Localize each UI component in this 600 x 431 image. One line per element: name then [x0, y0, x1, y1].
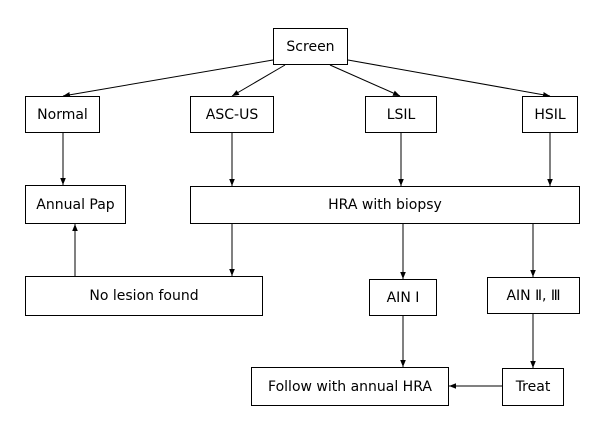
- node-follow-annual-hra: Follow with annual HRA: [251, 367, 449, 406]
- node-hra-biopsy: HRA with biopsy: [190, 186, 580, 224]
- node-no-lesion-found: No lesion found: [25, 276, 263, 316]
- node-hsil: HSIL: [522, 96, 578, 133]
- node-ain-1-label: AIN Ⅰ: [386, 289, 420, 306]
- node-screen: Screen: [273, 28, 348, 65]
- arrow-screen-to-normal: [62, 59, 274, 98]
- node-lsil: LSIL: [365, 96, 437, 133]
- node-asc-us-label: ASC-US: [205, 106, 259, 123]
- node-hsil-label: HSIL: [534, 106, 566, 123]
- arrow-screen-to-ascus: [231, 64, 286, 97]
- arrow-screen-to-lsil: [329, 64, 401, 97]
- node-screen-label: Screen: [286, 38, 335, 55]
- node-no-lesion-found-label: No lesion found: [89, 288, 199, 304]
- node-follow-annual-hra-label: Follow with annual HRA: [268, 378, 432, 395]
- node-annual-pap-label: Annual Pap: [36, 196, 115, 213]
- node-treat: Treat: [502, 368, 564, 406]
- node-ain-1: AIN Ⅰ: [369, 279, 437, 316]
- node-normal-label: Normal: [37, 106, 88, 123]
- node-annual-pap: Annual Pap: [25, 185, 126, 224]
- node-treat-label: Treat: [515, 379, 551, 395]
- arrow-screen-to-hsil: [347, 59, 551, 98]
- node-asc-us: ASC-US: [190, 96, 274, 133]
- node-ain-2-3: AIN Ⅱ, Ⅲ: [487, 277, 580, 314]
- node-lsil-label: LSIL: [386, 106, 416, 123]
- node-ain-2-3-label: AIN Ⅱ, Ⅲ: [506, 287, 561, 304]
- node-hra-biopsy-label: HRA with biopsy: [328, 197, 442, 213]
- node-normal: Normal: [25, 96, 100, 133]
